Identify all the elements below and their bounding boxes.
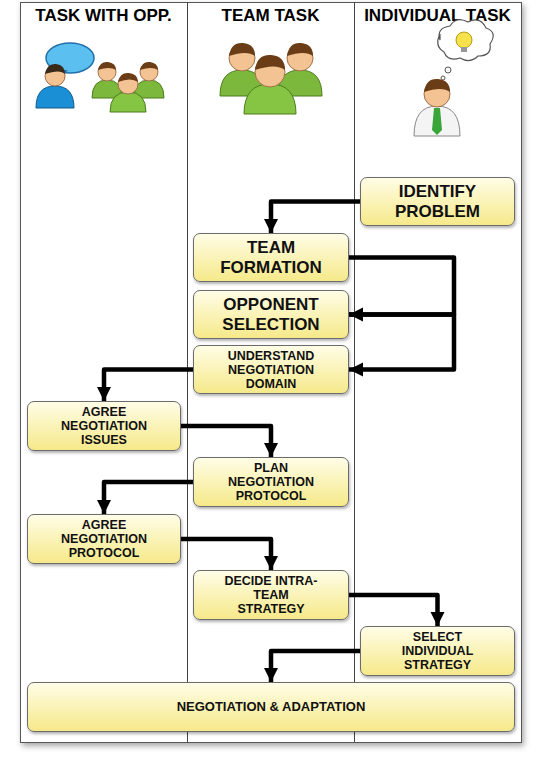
box-label: DECIDE INTRA-TEAM STRATEGY: [221, 574, 321, 616]
process-box: SELECT INDIVIDUAL STRATEGY: [360, 626, 515, 676]
flow-arrow: [104, 482, 193, 514]
box-text-wrap: NEGOTIATION & ADAPTATION: [177, 700, 366, 715]
flow-arrow: [181, 426, 271, 457]
speaker-icon: [36, 43, 94, 108]
box-text-wrap: DECIDE INTRA-TEAM STRATEGY: [221, 574, 321, 616]
flow-arrow: [271, 202, 360, 234]
box-text-wrap: SELECT INDIVIDUAL STRATEGY: [388, 630, 488, 672]
process-box: TEAM FORMATION: [193, 233, 349, 282]
individual-icon: [414, 20, 493, 136]
process-box: UNDERSTAND NEGOTIATION DOMAIN: [193, 345, 349, 394]
box-text-wrap: TEAM FORMATION: [211, 238, 331, 276]
box-label: AGREE NEGOTIATION ISSUES: [54, 405, 154, 447]
process-box: NEGOTIATION & ADAPTATION: [27, 682, 515, 732]
box-label: AGREE NEGOTIATION PROTOCOL: [54, 518, 154, 560]
box-label: OPPONENT SELECTION: [206, 295, 336, 333]
column-heading: INDIVIDUAL TASK: [354, 6, 521, 26]
column-heading: TEAM TASK: [187, 6, 354, 26]
box-label: UNDERSTAND NEGOTIATION DOMAIN: [221, 349, 321, 391]
flow-arrow: [271, 651, 360, 682]
box-label: SELECT INDIVIDUAL STRATEGY: [388, 630, 488, 672]
box-text-wrap: PLAN NEGOTIATION PROTOCOL: [221, 461, 321, 503]
process-box: OPPONENT SELECTION: [193, 290, 349, 339]
opponent-team-icon: [92, 62, 164, 112]
box-text-wrap: OPPONENT SELECTION: [206, 295, 336, 333]
flow-arrow: [104, 370, 193, 402]
box-text-wrap: UNDERSTAND NEGOTIATION DOMAIN: [221, 349, 321, 391]
box-text-wrap: AGREE NEGOTIATION PROTOCOL: [54, 518, 154, 560]
column-divider: [187, 2, 188, 742]
process-box: AGREE NEGOTIATION ISSUES: [27, 401, 181, 451]
box-label: TEAM FORMATION: [211, 238, 331, 276]
flow-arrow: [349, 315, 454, 370]
box-text-wrap: AGREE NEGOTIATION ISSUES: [54, 405, 154, 447]
column-heading: TASK WITH OPP.: [20, 6, 187, 26]
box-label: IDENTIFY PROBLEM: [383, 182, 493, 220]
box-text-wrap: IDENTIFY PROBLEM: [383, 182, 493, 220]
box-label: PLAN NEGOTIATION PROTOCOL: [221, 461, 321, 503]
column-divider: [354, 2, 355, 742]
box-label: NEGOTIATION & ADAPTATION: [177, 700, 366, 715]
flow-arrow: [181, 539, 271, 570]
process-box: PLAN NEGOTIATION PROTOCOL: [193, 457, 349, 507]
flow-arrow: [349, 258, 454, 315]
flow-arrow: [349, 595, 438, 626]
team-icon: [220, 43, 322, 114]
process-box: DECIDE INTRA-TEAM STRATEGY: [193, 570, 349, 620]
process-box: AGREE NEGOTIATION PROTOCOL: [27, 514, 181, 564]
process-box: IDENTIFY PROBLEM: [360, 177, 515, 226]
